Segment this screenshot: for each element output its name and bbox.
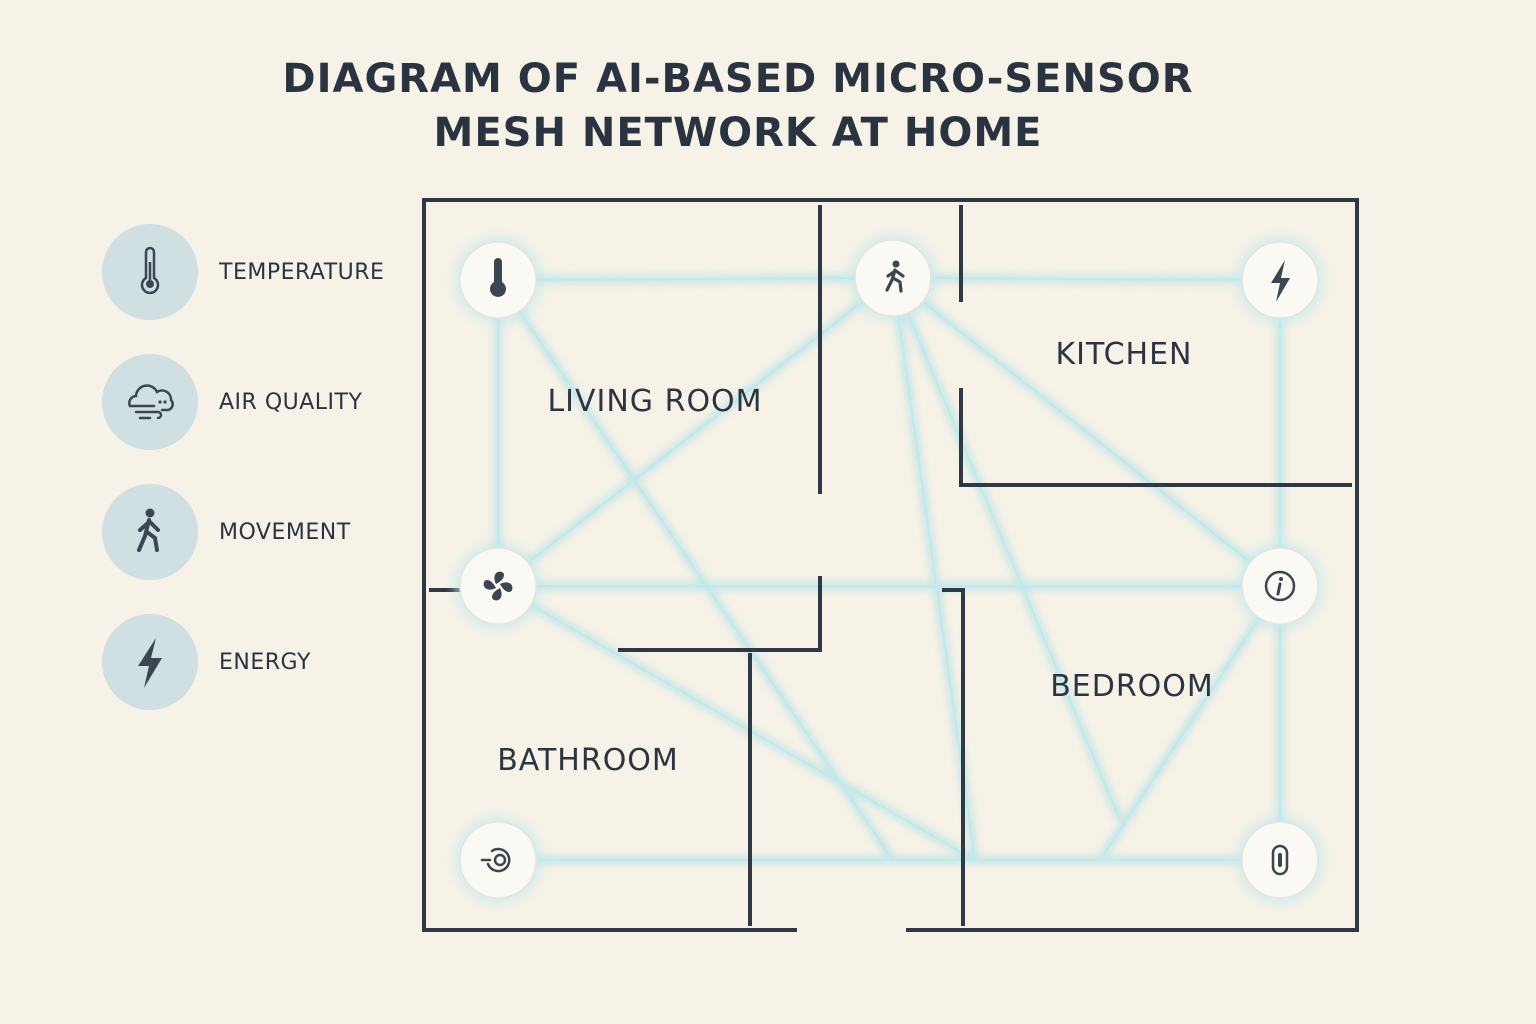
thermometer-icon: [490, 258, 506, 297]
walls: [422, 198, 1359, 932]
capsule-icon: [1271, 844, 1289, 876]
fan-icon: [483, 571, 513, 601]
legend-circle: [102, 484, 198, 580]
cloud-wind-icon: [128, 384, 174, 420]
room-label-bathroom: BATHROOM: [497, 743, 679, 778]
legend-circle: [102, 224, 198, 320]
lightning-bolt-icon: [1271, 260, 1290, 302]
target-icon: [480, 847, 511, 873]
thermometer-icon: [140, 246, 160, 295]
sensor-node-movement[interactable]: [849, 234, 937, 322]
info-icon: [1264, 570, 1296, 602]
sensor-node-temperature[interactable]: [454, 236, 542, 324]
mesh-links: [497, 277, 1281, 861]
legend-label: AIR QUALITY: [219, 390, 363, 415]
walking-person-icon: [137, 508, 160, 552]
room-label-living: LIVING ROOM: [547, 384, 762, 419]
title-line-2: MESH NETWORK AT HOME: [433, 110, 1043, 156]
legend-circle: [102, 614, 198, 710]
room-label-kitchen: KITCHEN: [1056, 337, 1193, 372]
legend-label: TEMPERATURE: [219, 260, 385, 285]
title-line-1: DIAGRAM OF AI-BASED MICRO-SENSOR: [282, 56, 1194, 102]
sensor-node-bathroom[interactable]: [454, 816, 542, 904]
sensor-node-door[interactable]: [1236, 816, 1324, 904]
walking-person-icon: [885, 260, 905, 293]
legend-circle: [102, 354, 198, 450]
legend-label: ENERGY: [219, 650, 311, 675]
sensor-node-energy[interactable]: [1236, 236, 1324, 324]
legend-label: MOVEMENT: [219, 520, 351, 545]
sensor-node-fan[interactable]: [454, 542, 542, 630]
sensor-node-info[interactable]: [1236, 542, 1324, 630]
room-label-bedroom: BEDROOM: [1050, 669, 1214, 704]
lightning-bolt-icon: [138, 638, 162, 688]
page-title: DIAGRAM OF AI-BASED MICRO-SENSOR MESH NE…: [0, 52, 1476, 160]
